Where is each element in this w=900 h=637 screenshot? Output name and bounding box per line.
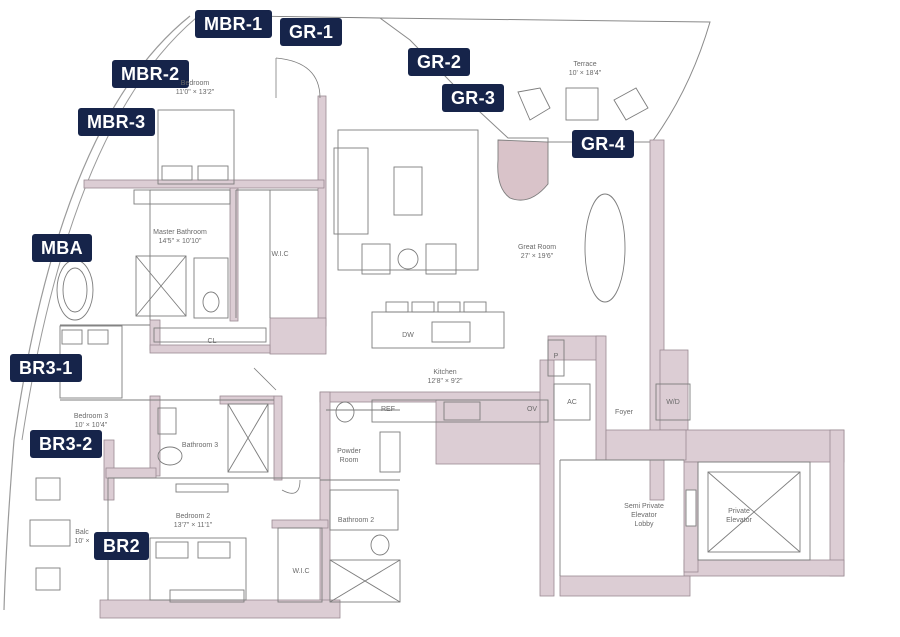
tag-mba: MBA	[32, 234, 92, 262]
label-wd: W/D	[666, 399, 680, 406]
tag-br3-1: BR3-1	[10, 354, 82, 382]
label-dw: DW	[402, 332, 414, 339]
master-bed	[157, 109, 235, 185]
tag-gr-2: GR-2	[408, 48, 471, 76]
tag-mbr-3: MBR-3	[78, 108, 155, 136]
label-ref: REF	[381, 406, 395, 413]
living-furniture	[333, 87, 691, 423]
bedroom3-fixtures	[59, 325, 269, 493]
label-ov: OV	[526, 406, 538, 413]
label-bathroom2: Bathroom 2	[337, 517, 375, 524]
tag-gr-3: GR-3	[442, 84, 505, 112]
label-foyer: Foyer	[615, 409, 633, 416]
label-p: P	[553, 353, 559, 360]
label-wic-2: W.I.C	[292, 568, 310, 575]
door-swings	[253, 57, 321, 494]
interior-lines	[60, 15, 684, 600]
elevator	[685, 461, 811, 561]
tag-br2: BR2	[94, 532, 149, 560]
label-bathroom3: Bathroom 3	[181, 442, 219, 449]
bedroom2-fixtures	[149, 401, 401, 603]
tag-gr-4: GR-4	[572, 130, 635, 158]
tag-gr-1: GR-1	[280, 18, 343, 46]
label-closet: CL	[207, 338, 217, 345]
label-wic-1: W.I.C	[271, 251, 289, 258]
tag-br3-2: BR3-2	[30, 430, 102, 458]
tag-mbr-1: MBR-1	[195, 10, 272, 38]
tag-mbr-2: MBR-2	[112, 60, 189, 88]
balcony-furniture	[29, 477, 71, 591]
master-bath-fixtures	[56, 189, 267, 343]
terrace-outline	[378, 17, 711, 143]
label-ac: AC	[567, 399, 577, 406]
